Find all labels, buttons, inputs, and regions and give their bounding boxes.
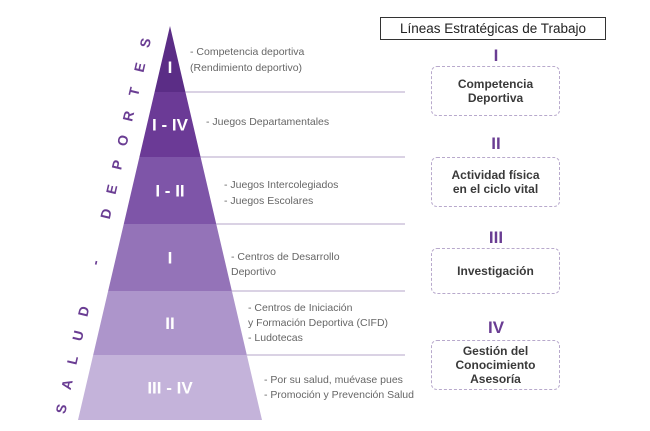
side-label-letter: P bbox=[108, 159, 126, 172]
strategic-line-number: IV bbox=[487, 318, 505, 337]
pyramid-tiers bbox=[78, 26, 262, 420]
side-label-letter: D bbox=[97, 207, 115, 220]
tier-level-label: I bbox=[168, 58, 173, 77]
pyramid-tier-6 bbox=[78, 355, 262, 420]
tier-level-label: I bbox=[168, 249, 173, 268]
strategic-line-number: I bbox=[493, 46, 499, 65]
tier-description-line: - Juegos Intercolegiados bbox=[224, 179, 338, 191]
tier-description-line: - Promoción y Prevención Salud bbox=[264, 389, 414, 401]
tier-description-line: - Competencia deportiva bbox=[190, 46, 305, 58]
pyramid-tier-5 bbox=[93, 291, 247, 355]
diagram-title: Líneas Estratégicas de Trabajo bbox=[380, 17, 606, 40]
side-label-letter: A bbox=[58, 378, 76, 391]
strategic-line-box: Investigación bbox=[431, 248, 560, 294]
strategic-line-label-line: Deportiva bbox=[467, 91, 524, 105]
tier-description-line: - Juegos Departamentales bbox=[206, 116, 329, 128]
side-label-letter: S bbox=[52, 403, 70, 416]
side-label-letter: L bbox=[64, 354, 82, 366]
strategic-line-label-line: Conocimiento bbox=[455, 358, 536, 372]
strategic-line-label: Investigación bbox=[457, 264, 534, 278]
strategic-line-label-line: Competencia bbox=[457, 77, 534, 91]
strategic-line-label-line: Actividad física bbox=[451, 168, 540, 182]
side-label-letter: E bbox=[103, 183, 121, 196]
strategic-line-number: II bbox=[491, 134, 501, 153]
side-label-letter: D bbox=[75, 305, 93, 318]
tier-level-label: I - IV bbox=[152, 116, 189, 135]
pyramid-tier-1 bbox=[154, 26, 186, 92]
tier-dividers bbox=[185, 91, 405, 356]
strategic-line-label-line: Asesoría bbox=[470, 372, 521, 386]
tier-description-line: (Rendimiento deportivo) bbox=[190, 62, 302, 74]
pyramid-tier-2 bbox=[139, 92, 201, 157]
side-label-letter: - bbox=[86, 258, 103, 266]
tier-level-label: III - IV bbox=[147, 379, 193, 398]
strategic-line-label-line: Investigación bbox=[457, 264, 534, 278]
tier-level-label: II bbox=[165, 314, 174, 333]
tier-level-label: I - II bbox=[155, 182, 184, 201]
side-label-letter: R bbox=[119, 109, 137, 122]
tier-description-line: - Ludotecas bbox=[248, 332, 303, 344]
pyramid-tier-4 bbox=[108, 224, 232, 291]
side-label-letter: E bbox=[131, 61, 149, 74]
side-label-letter: U bbox=[69, 329, 87, 342]
strategic-line-number: III bbox=[488, 228, 504, 247]
strategic-line-label-line: en el ciclo vital bbox=[452, 182, 539, 196]
side-label-letter: S bbox=[136, 37, 154, 50]
tier-description-line: - Centros de Iniciación bbox=[248, 302, 353, 314]
tier-description-line: - Centros de Desarrollo bbox=[231, 251, 340, 263]
tier-descriptions: - Competencia deportiva (Rendimiento depo… bbox=[190, 46, 414, 401]
pyramid-tier-3 bbox=[123, 157, 217, 224]
strategic-line-label-line: Gestión del bbox=[462, 344, 529, 358]
side-label-letter: T bbox=[125, 85, 143, 97]
tier-description-line: - Juegos Escolares bbox=[224, 195, 313, 207]
tier-description-line: - Por su salud, muévase pues bbox=[264, 374, 403, 386]
tier-description-line: y Formación Deportiva (CIFD) bbox=[248, 317, 388, 329]
side-label-letter: O bbox=[114, 133, 132, 147]
tier-description-line: Deportivo bbox=[231, 266, 276, 278]
